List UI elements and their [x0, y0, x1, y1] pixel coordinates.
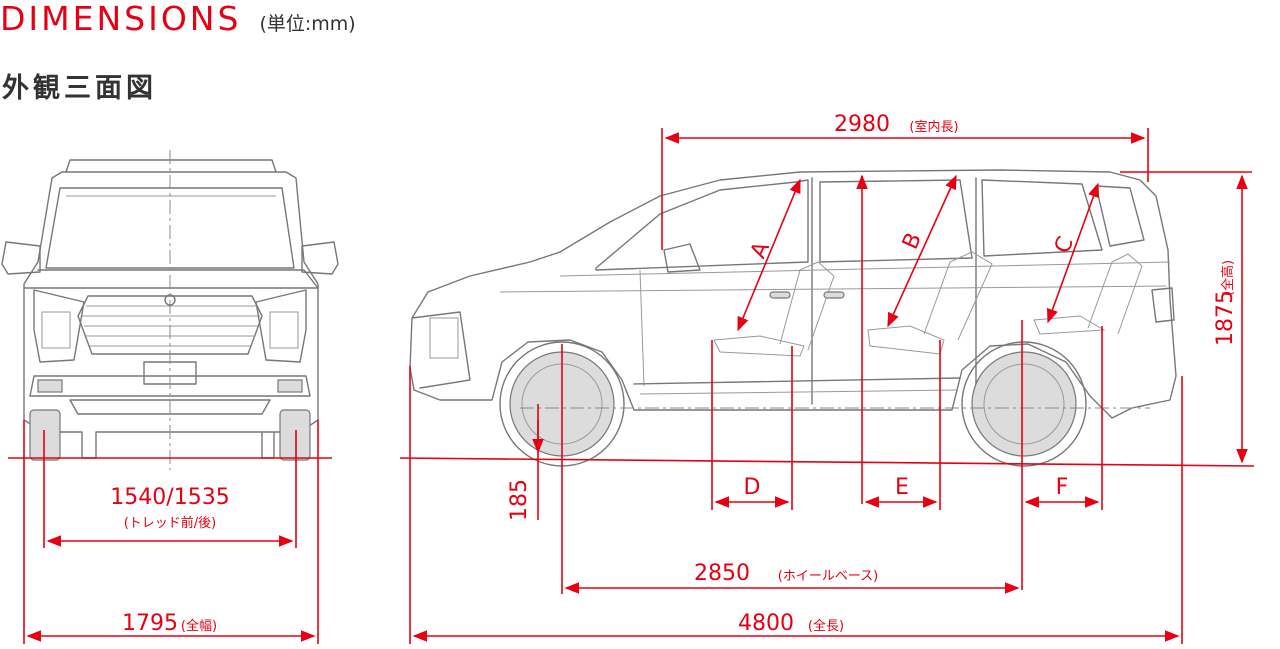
ground-clearance-value: 185: [507, 479, 532, 521]
unit-label: (単位:mm): [259, 13, 356, 35]
seat-dim-d: D: [744, 475, 761, 500]
seat-dim-a: A: [746, 238, 775, 262]
interior-length-label: (室内長): [909, 119, 958, 135]
side-view-car: [409, 169, 1177, 467]
side-dim-lines: [399, 128, 1255, 644]
overall-height-value: 1875: [1213, 290, 1238, 346]
overall-width-label: (全幅): [181, 618, 217, 634]
tread-label: (トレッド前/後): [124, 515, 217, 531]
overall-height-label: (全高): [1220, 260, 1236, 296]
page-title: DIMENSIONS (単位:mm): [0, 0, 356, 40]
interior-length-value: 2980: [834, 112, 890, 137]
wheelbase-label: (ホイールベース): [778, 569, 879, 584]
overall-length-label: (全長): [808, 618, 844, 634]
overall-width-value: 1795: [122, 611, 178, 636]
seat-dim-f: F: [1056, 475, 1069, 500]
seat-dim-e: E: [895, 475, 909, 500]
front-view-car: [1, 159, 339, 461]
overall-length-value: 4800: [738, 611, 794, 636]
section-subtitle: 外観三面図: [2, 73, 157, 104]
wheelbase-value: 2850: [694, 561, 750, 586]
front-dim-lines: [8, 150, 332, 644]
seat-dim-c: C: [1050, 233, 1079, 257]
title-dimensions: DIMENSIONS: [0, 0, 242, 38]
tread-value: 1540/1535: [110, 485, 229, 510]
